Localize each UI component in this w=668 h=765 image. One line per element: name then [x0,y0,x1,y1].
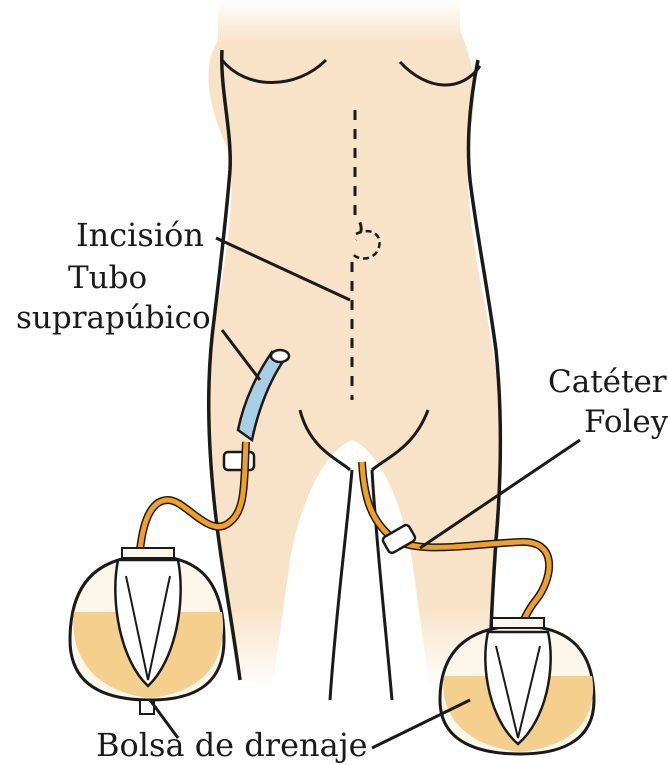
foley-name: Foley [584,404,668,440]
left-drainage-bag [70,548,224,714]
foley-label-line2: Foley® [584,404,668,440]
tube-opening [271,350,289,362]
foley-label-line1: Catéter [548,364,667,400]
left-clamp [224,452,254,470]
suprapubic-tube-label-line2: suprapúbico [16,300,211,336]
incision-label: Incisión [76,216,204,254]
inner-left-leg [330,470,352,700]
drainage-bag-label: Bolsa de drenaje [96,726,368,764]
inner-right-leg [372,470,392,700]
suprapubic-tube-label-line1: Tubo [68,260,147,296]
torso-shape [209,0,502,690]
